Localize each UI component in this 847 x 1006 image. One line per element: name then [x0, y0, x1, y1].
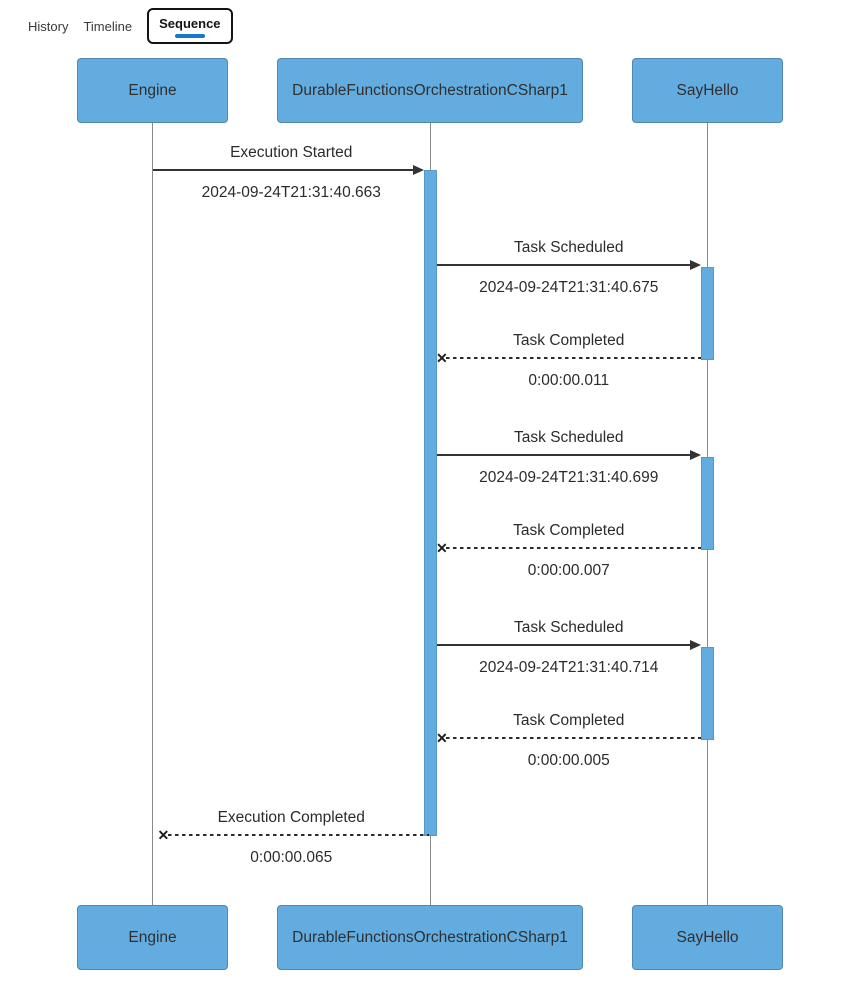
activation-bar [701, 647, 714, 740]
cross-icon: ✕ [436, 730, 448, 746]
message-line [152, 169, 415, 171]
participant-box: DurableFunctionsOrchestrationCSharp1 [277, 58, 583, 123]
message-label: Execution Completed [217, 809, 365, 826]
tab-sequence[interactable]: Sequence [147, 8, 233, 44]
message-timestamp: 2024-09-24T21:31:40.714 [479, 659, 659, 676]
tab-bar: History Timeline Sequence [28, 8, 233, 44]
cross-icon: ✕ [157, 827, 170, 843]
message-line [437, 644, 692, 646]
message-label: Execution Started [230, 144, 353, 161]
participant-box: DurableFunctionsOrchestrationCSharp1 [277, 905, 583, 970]
message-timestamp: 0:00:00.065 [250, 849, 333, 866]
lifeline [152, 123, 153, 905]
message-label: Task Scheduled [514, 619, 624, 636]
participant-box: Engine [77, 58, 228, 123]
message-label: Task Scheduled [514, 239, 624, 256]
cross-icon: ✕ [436, 540, 448, 556]
activation-bar [701, 267, 714, 360]
message-line [446, 357, 701, 359]
message-label: Task Completed [513, 332, 625, 349]
arrowhead-icon [690, 639, 701, 650]
active-tab-underline-icon [174, 34, 205, 38]
message-timestamp: 0:00:00.005 [527, 752, 610, 769]
arrowhead-icon [690, 259, 701, 270]
tab-timeline[interactable]: Timeline [83, 18, 133, 34]
cross-icon: ✕ [436, 350, 448, 366]
message-timestamp: 2024-09-24T21:31:40.699 [479, 469, 659, 486]
message-label: Task Completed [513, 712, 625, 729]
arrowhead-icon [690, 449, 701, 460]
message-label: Task Completed [513, 522, 625, 539]
arrowhead-icon [412, 164, 424, 175]
message-timestamp: 0:00:00.011 [528, 372, 610, 389]
message-line [167, 834, 429, 836]
message-timestamp: 0:00:00.007 [527, 562, 610, 579]
message-line [446, 547, 701, 549]
message-timestamp: 2024-09-24T21:31:40.675 [479, 279, 659, 296]
message-label: Task Scheduled [514, 429, 624, 446]
message-line [437, 454, 692, 456]
tab-history[interactable]: History [28, 18, 69, 34]
message-line [446, 737, 701, 739]
tab-sequence-label: Sequence [159, 16, 221, 31]
message-timestamp: 2024-09-24T21:31:40.663 [201, 184, 381, 201]
activation-bar [423, 170, 437, 836]
participant-box: SayHello [632, 58, 783, 123]
participant-box: Engine [77, 905, 228, 970]
activation-bar [701, 457, 714, 550]
participant-box: SayHello [632, 905, 783, 970]
message-line [437, 264, 692, 266]
